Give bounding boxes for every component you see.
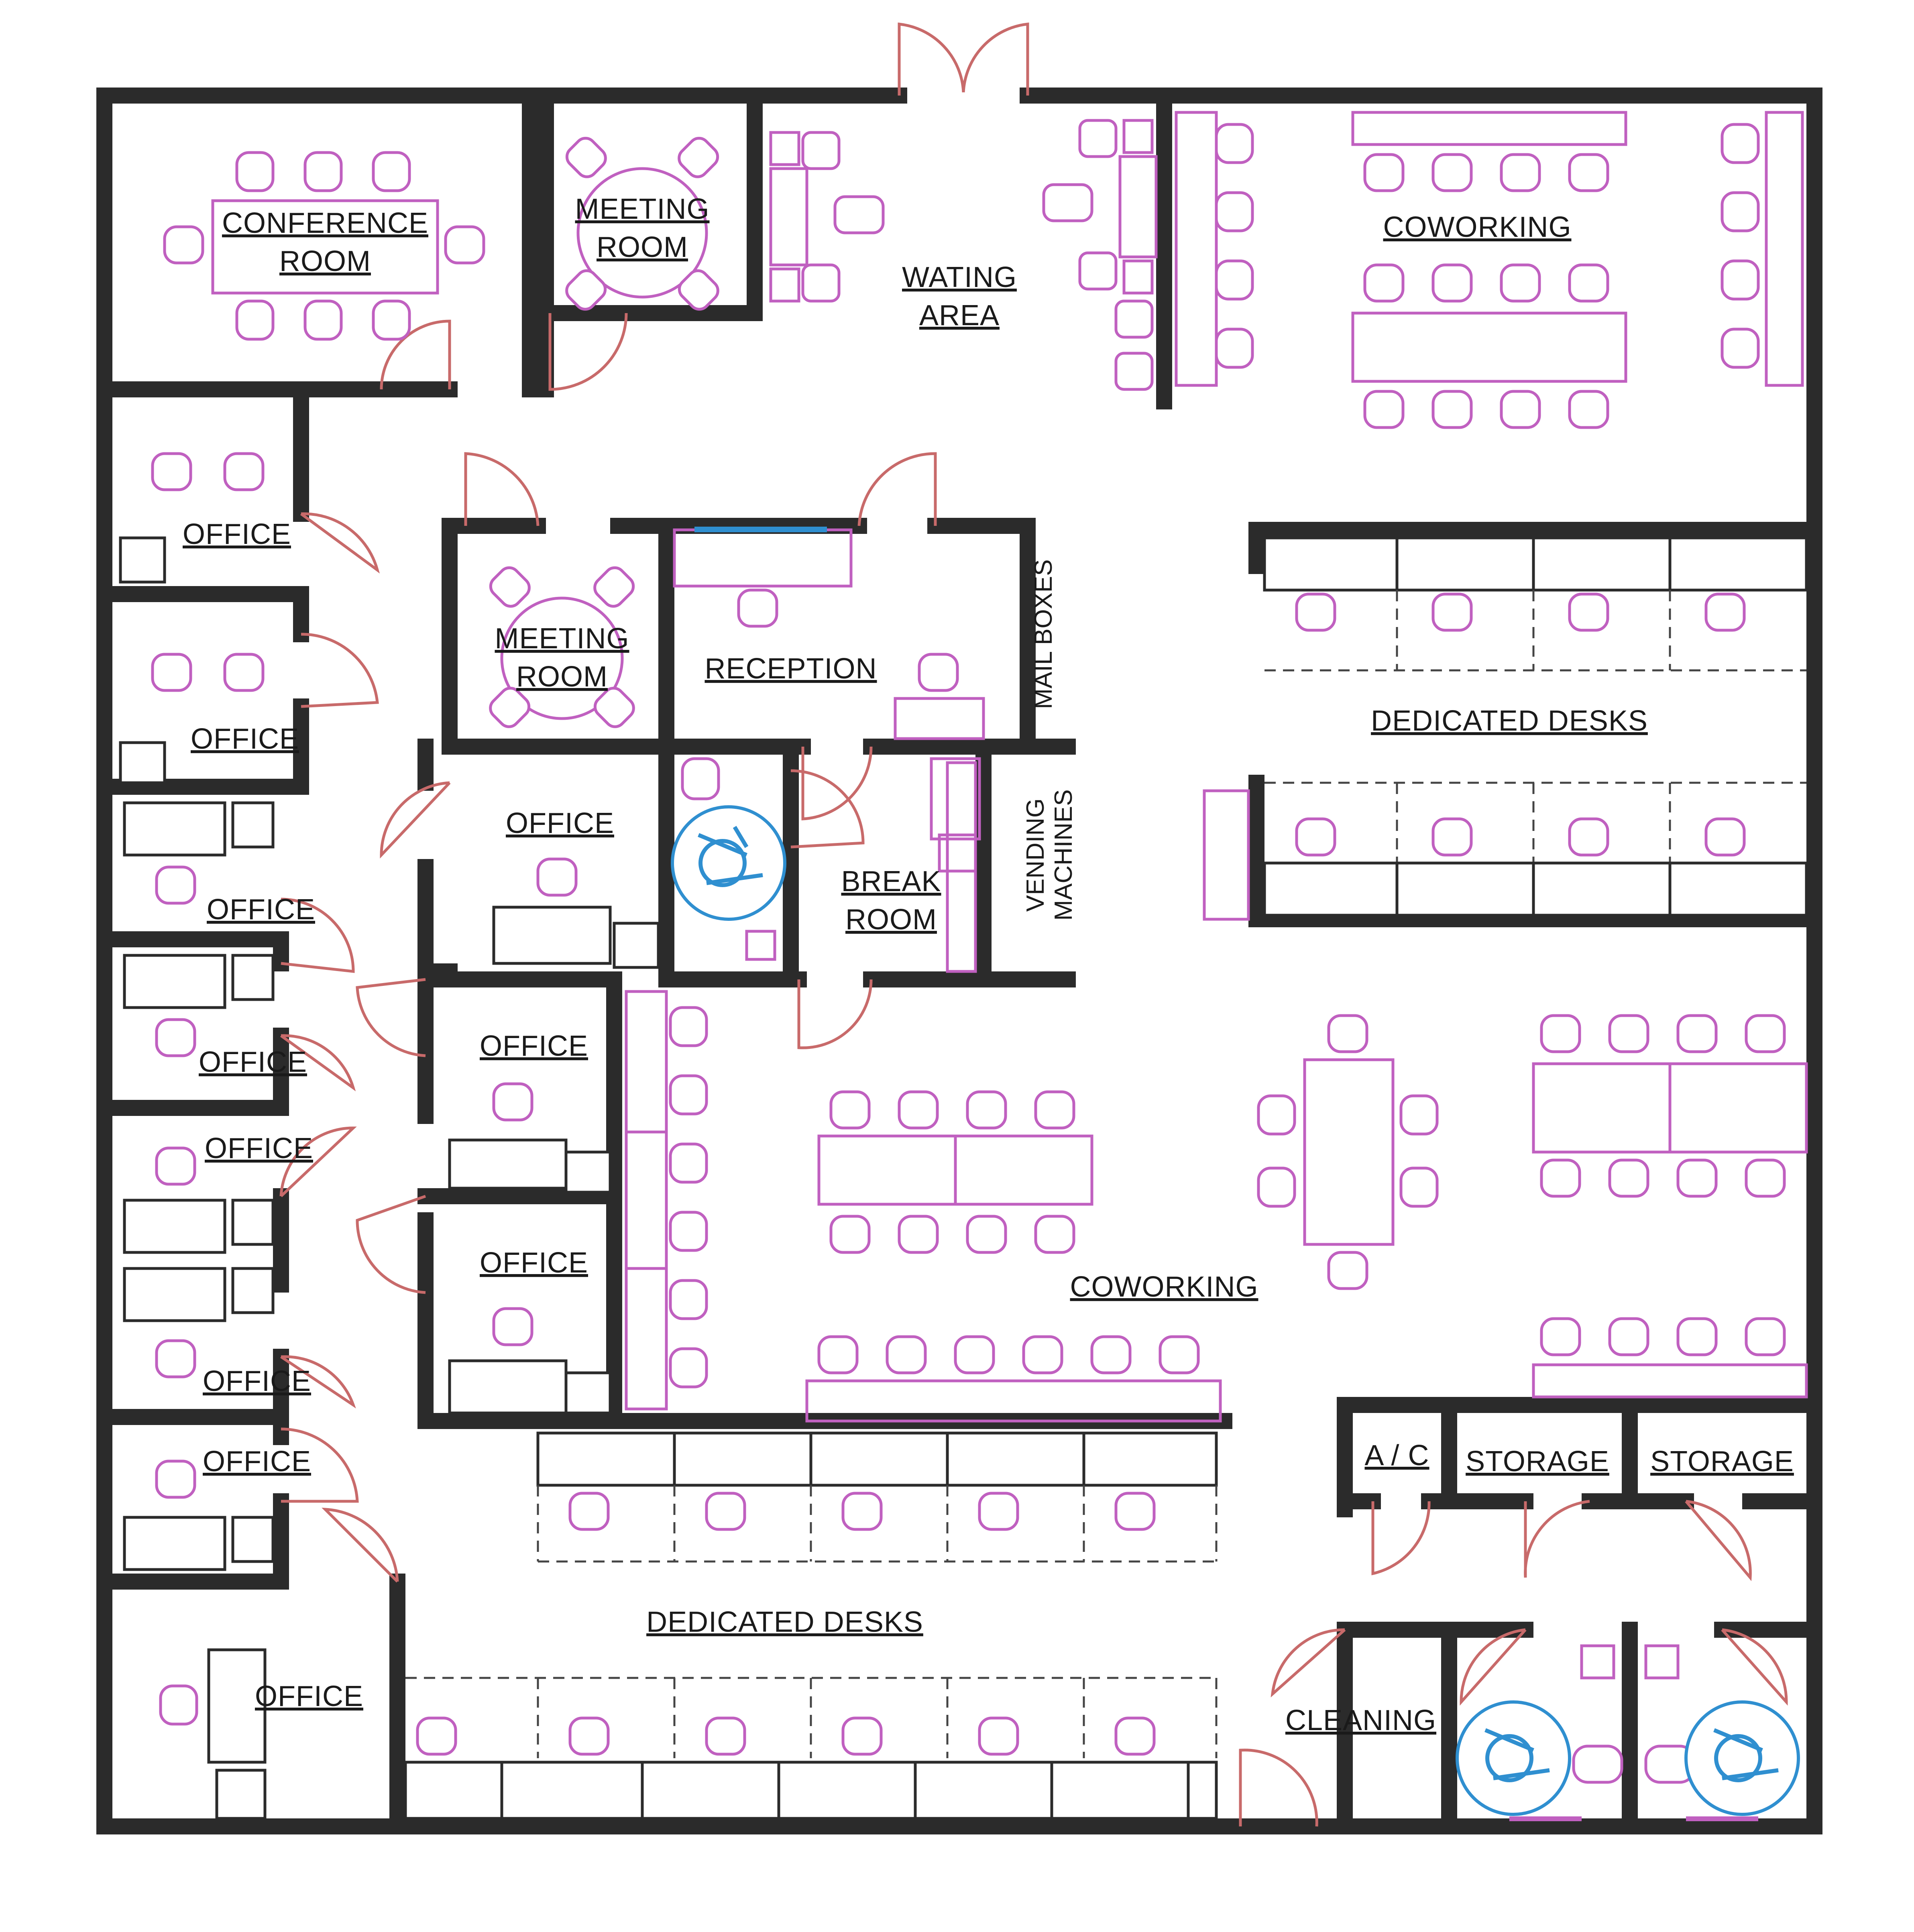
coworking-top-desks: [1175, 111, 1804, 429]
left-offices-furniture: [119, 452, 275, 1820]
label-conference-line2: ROOM: [279, 245, 371, 277]
dedicated-desks-top: [1203, 536, 1808, 921]
entrance-door[interactable]: [898, 22, 1029, 96]
label-meeting-top-line1: MEETING: [575, 193, 709, 225]
label-office-3: OFFICE: [207, 894, 315, 926]
break-room-furniture: [681, 757, 981, 973]
label-coworking-top: COWORKING: [1383, 211, 1572, 243]
label-meeting-mid-line2: ROOM: [516, 661, 608, 693]
dedicated-desks-bottom: [404, 1431, 1218, 1820]
label-break-line1: BREAK: [841, 865, 941, 898]
wheelchair-accessibility-icon: [1456, 1700, 1571, 1816]
label-storage-2: STORAGE: [1650, 1445, 1794, 1478]
label-mail-boxes: MAIL BOXES: [1030, 559, 1057, 709]
label-meeting-mid-line1: MEETING: [495, 623, 629, 655]
coworking-center-tables: [805, 1014, 1808, 1423]
label-office-8: OFFICE: [255, 1680, 363, 1712]
label-office-2: OFFICE: [191, 723, 299, 755]
label-dedicated-top: DEDICATED DESKS: [1371, 705, 1648, 737]
label-office-7: OFFICE: [203, 1445, 311, 1478]
label-vending-line1: VENDING: [1022, 798, 1049, 912]
label-ac: A / C: [1364, 1439, 1429, 1472]
label-waiting-line1: WATING: [902, 261, 1017, 293]
room-labels: CONFERENCE ROOM MEETING ROOM WATING AREA…: [183, 193, 1794, 1737]
label-cleaning: CLEANING: [1285, 1704, 1436, 1737]
door-swings: [279, 313, 1788, 1827]
label-office-1: OFFICE: [183, 518, 291, 550]
center-offices-furniture: [448, 527, 985, 1415]
label-office-6: OFFICE: [203, 1365, 311, 1397]
wheelchair-accessibility-icon: [671, 805, 786, 921]
label-office-11: OFFICE: [480, 1247, 588, 1279]
wheelchair-accessibility-icon: [1684, 1700, 1800, 1816]
label-office-10: OFFICE: [480, 1030, 588, 1062]
label-office-9: OFFICE: [506, 807, 614, 839]
outer-walls: [96, 88, 1822, 1834]
label-coworking-mid: COWORKING: [1070, 1271, 1258, 1303]
coworking-vertical-desks: [625, 990, 708, 1411]
label-conference-line1: CONFERENCE: [222, 207, 428, 239]
label-reception: RECEPTION: [705, 653, 877, 685]
restroom-fixtures: [1509, 1644, 1758, 1821]
label-storage-1: STORAGE: [1466, 1445, 1609, 1478]
label-dedicated-bottom: DEDICATED DESKS: [646, 1606, 923, 1638]
meeting-table-top: [565, 136, 719, 311]
label-meeting-top-line2: ROOM: [597, 231, 688, 263]
conference-table: [163, 151, 485, 341]
waiting-area-seating: [769, 119, 1158, 391]
label-waiting-line2: AREA: [919, 299, 1000, 332]
label-office-5: OFFICE: [205, 1132, 313, 1164]
label-office-4: OFFICE: [199, 1046, 307, 1078]
label-break-line2: ROOM: [845, 904, 937, 936]
label-vending-line2: MACHINES: [1050, 789, 1077, 920]
